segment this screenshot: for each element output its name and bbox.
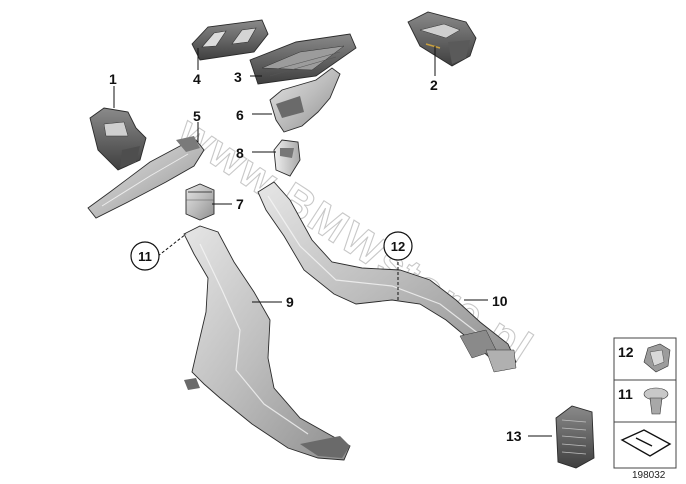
callout-10: 10 [492, 293, 508, 309]
callout-4: 4 [193, 71, 201, 87]
legend-11-label: 11 [618, 386, 633, 402]
nut-icon [643, 343, 671, 373]
legend-row-12: 12 [618, 343, 671, 373]
circled-12-label: 12 [391, 239, 405, 254]
callout-5: 5 [193, 108, 201, 124]
part-1-left-vent [89, 107, 147, 171]
part-5-left-duct [87, 136, 205, 219]
callout-2: 2 [430, 77, 438, 93]
callout-9: 9 [286, 294, 294, 310]
callout-13: 13 [506, 428, 522, 444]
legend-row-symbol [620, 429, 672, 457]
callout-7: 7 [236, 196, 244, 212]
part-8-duct-connector [273, 139, 301, 177]
callout-6: 6 [236, 107, 244, 123]
part-7-floor-connector [185, 183, 215, 221]
legend-row-11: 11 [618, 386, 669, 415]
part-2-right-vent [407, 11, 477, 67]
figure-id: 198032 [632, 470, 666, 481]
legend-12-label: 12 [618, 344, 634, 360]
circled-11-label: 11 [138, 249, 152, 264]
callout-3: 3 [234, 69, 242, 85]
circled-callout-12: 12 [383, 231, 413, 261]
expanding-rivet-icon [643, 387, 669, 415]
legend-box: 12 11 [613, 337, 677, 469]
callout-8: 8 [236, 145, 244, 161]
callout-1: 1 [109, 71, 117, 87]
callout-labels: 1 2 3 4 5 6 7 8 9 10 13 [109, 69, 522, 444]
part-13-grille [555, 405, 595, 469]
part-10-rear-duct [257, 181, 517, 373]
circled-callout-11: 11 [130, 241, 160, 271]
part-6-centre-duct-elbow [269, 67, 341, 133]
section-symbol-icon [620, 429, 672, 457]
part-9-floor-duct [183, 225, 351, 461]
part-3-centre-vent [249, 33, 357, 85]
part-4-vent-frame [191, 19, 269, 61]
leader-lines [113, 46, 552, 437]
